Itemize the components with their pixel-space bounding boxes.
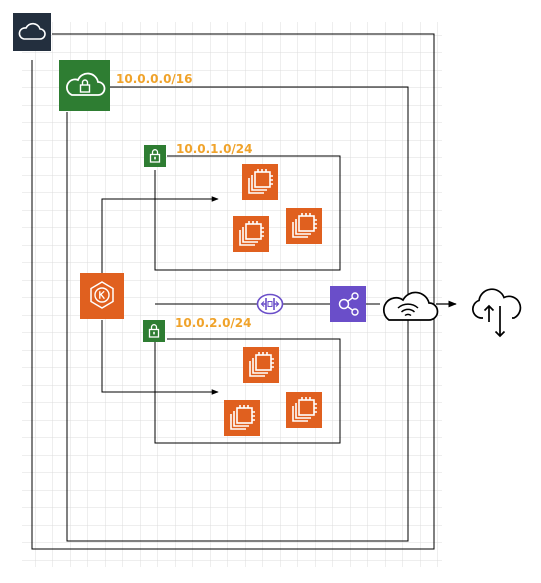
subnet-2-lock-icon	[143, 320, 165, 342]
ec2-instance-icon	[224, 400, 260, 436]
nat-gateway-icon	[330, 286, 366, 322]
eks-kubernetes-icon	[80, 273, 124, 319]
ec2-instance-icon	[242, 164, 278, 200]
subnet-2-boundary	[154, 338, 341, 444]
ec2-instance-icon	[243, 347, 279, 383]
vpc-endpoint-icon	[256, 293, 284, 315]
eks-to-subnet-1-arrow	[101, 196, 219, 276]
ec2-instance-icon	[286, 392, 322, 428]
vpc-cloud-lock-icon	[59, 60, 110, 111]
ec2-instance-icon	[286, 208, 322, 244]
subnet-1-boundary	[154, 155, 341, 271]
subnet-1-cidr-label: 10.0.1.0/24	[176, 142, 253, 156]
internet-gateway-icon	[382, 291, 439, 321]
vpc-boundary	[66, 86, 409, 542]
vpc-cidr-label: 10.0.0.0/16	[116, 72, 193, 86]
subnet-2-cidr-label: 10.0.2.0/24	[175, 316, 252, 330]
subnet-1-lock-icon	[144, 145, 166, 167]
internet-upload-download-icon	[472, 288, 522, 338]
ec2-instance-icon	[233, 216, 269, 252]
eks-to-subnet-2-arrow	[101, 320, 219, 395]
aws-cloud-icon	[13, 13, 51, 51]
aws-cloud-boundary	[31, 33, 435, 550]
